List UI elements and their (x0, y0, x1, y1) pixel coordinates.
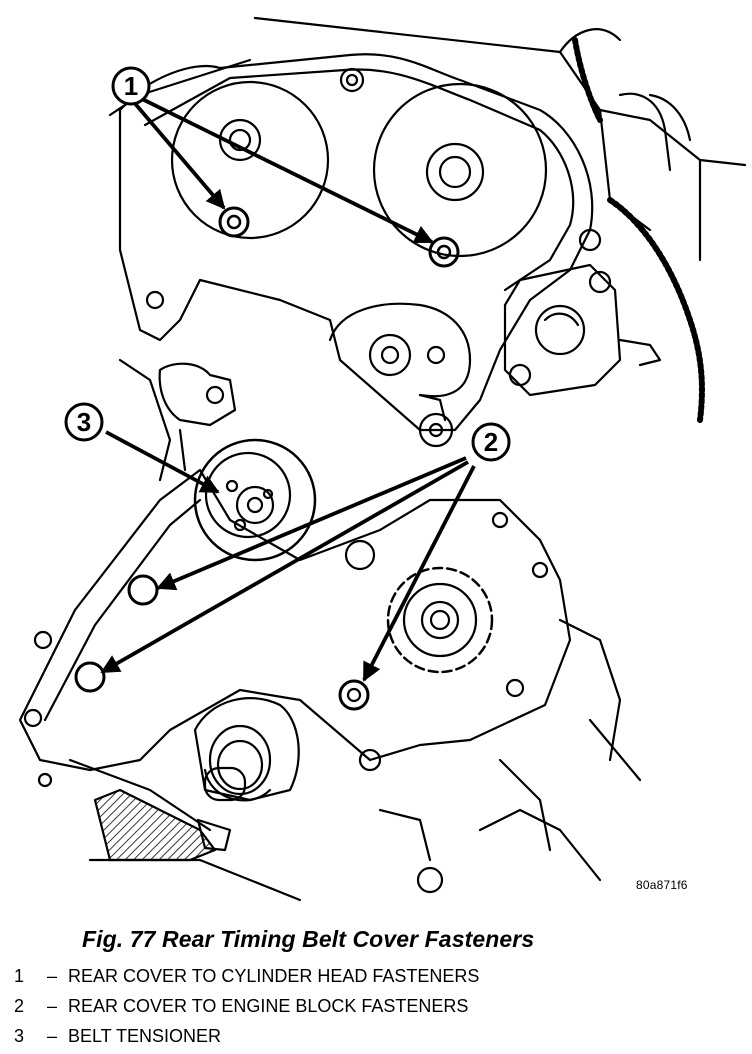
head-fastener-1 (218, 206, 250, 238)
hose (618, 92, 672, 172)
callout-3-arrow (105, 430, 220, 494)
legend-dash: – (46, 1026, 57, 1046)
lower-rear-cover (18, 468, 572, 772)
block-fastener-3 (338, 679, 370, 711)
upper-rear-cover (118, 53, 594, 432)
legend-item: 3 –BELT TENSIONER (14, 1021, 479, 1051)
legend-list: 1–REAR COVER TO CYLINDER HEAD FASTENERS … (14, 961, 479, 1051)
cam-seat-right (372, 82, 548, 258)
thermostat-housing (503, 263, 622, 397)
callout-1: 1 (111, 66, 151, 106)
callout-2-arrow-b (100, 460, 469, 674)
legend-number: 3 (14, 1026, 25, 1046)
callout-2-arrow-c (362, 465, 476, 682)
drawing-code: 80a871f6 (636, 878, 688, 892)
legend-text: BELT TENSIONER (68, 1026, 222, 1046)
legend-item: 2 –REAR COVER TO ENGINE BLOCK FASTENERS (14, 991, 479, 1021)
legend-dash: – (46, 996, 57, 1016)
crank-sprocket (386, 566, 494, 674)
mount-bracket (93, 788, 217, 862)
callout-1-arrow-a (130, 98, 226, 210)
legend-number: 2 (14, 996, 25, 1016)
callout-2-arrow-a (156, 456, 467, 591)
belt-tensioner (193, 438, 317, 562)
callout-2-label: 2 (484, 427, 498, 457)
legend-number: 1 (14, 966, 25, 986)
callout-1-label: 1 (124, 71, 138, 101)
callout-1-arrow-b (135, 94, 434, 244)
engine-illustration: 1 2 3 (18, 16, 747, 902)
legend-text: REAR COVER TO CYLINDER HEAD FASTENERS (68, 966, 480, 986)
block-fastener-2 (74, 661, 106, 693)
callout-3: 3 (64, 402, 104, 442)
legend-text: REAR COVER TO ENGINE BLOCK FASTENERS (68, 996, 469, 1016)
callout-3-label: 3 (77, 407, 91, 437)
legend-dash: – (46, 966, 57, 986)
figure-caption: Fig. 77 Rear Timing Belt Cover Fasteners (82, 926, 535, 952)
cam-seat-left (170, 80, 330, 240)
callout-2: 2 (471, 422, 511, 462)
block-fastener-1 (127, 574, 159, 606)
legend-item: 1 –REAR COVER TO CYLINDER HEAD FASTENERS (14, 961, 479, 991)
wire-harness (607, 197, 705, 423)
head-fastener-2 (428, 236, 460, 268)
cylinder-head-outline (253, 16, 747, 167)
